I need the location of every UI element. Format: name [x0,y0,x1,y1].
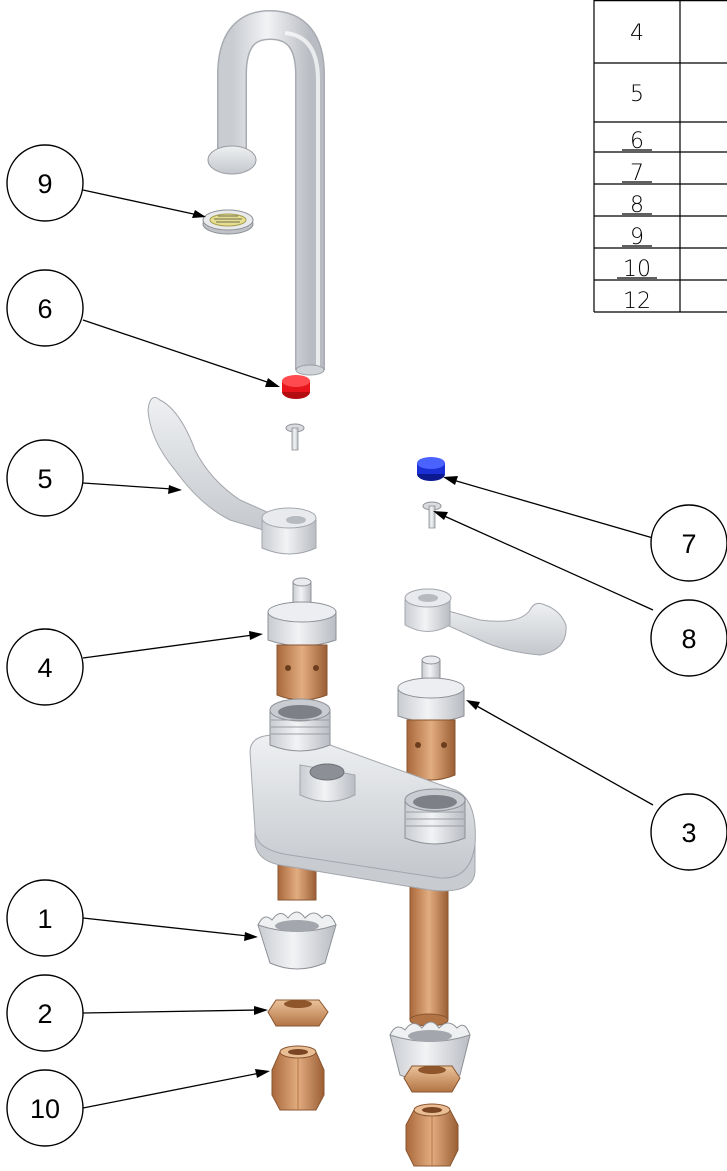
cartridge-right [397,655,465,789]
callout-3: 3 [650,793,727,871]
cold-index-button [417,457,445,481]
handle-screw-right [422,501,442,529]
table-cell: 12 [623,289,651,314]
escutcheon-left [257,911,337,970]
callout-4: 4 [6,628,84,706]
svg-text:3: 3 [681,818,696,848]
aerator [202,209,254,235]
wrist-blade-handle-right [404,588,567,656]
callout-2: 2 [6,974,84,1052]
svg-text:4: 4 [37,653,52,683]
callout-5: 5 [6,439,84,517]
handle-screw-left [285,423,305,451]
leader-lines [82,189,654,1109]
hot-index-button [282,375,310,399]
table-cell: 6 [630,129,644,154]
locknut-right [403,1065,461,1093]
wrist-blade-handle-left [147,397,317,555]
svg-text:7: 7 [681,529,696,559]
svg-text:6: 6 [37,294,52,324]
callout-7: 7 [650,504,727,582]
table-cell: 4 [630,21,644,46]
svg-text:9: 9 [37,169,52,199]
coupling-nut-right [405,1103,459,1167]
callout-1: 1 [6,879,84,957]
table-cell: 5 [630,82,644,107]
parts-table: 4 5 6 7 8 9 10 12 [593,0,727,314]
gooseneck-spout [207,9,325,376]
svg-text:5: 5 [37,464,52,494]
table-cell: 9 [630,225,644,250]
locknut-left [267,999,329,1027]
svg-text:2: 2 [37,999,52,1029]
callout-10: 10 [6,1069,84,1147]
faucet-body [249,698,476,1027]
coupling-nut-left [271,1045,325,1111]
svg-text:8: 8 [681,624,696,654]
callout-9: 9 [6,144,84,222]
svg-text:1: 1 [37,904,52,934]
table-cell: 7 [630,161,644,186]
table-cell: 8 [630,193,644,218]
cartridge-left [267,577,337,709]
svg-text:10: 10 [30,1094,60,1124]
callout-6: 6 [6,269,84,347]
callout-8: 8 [650,599,727,677]
